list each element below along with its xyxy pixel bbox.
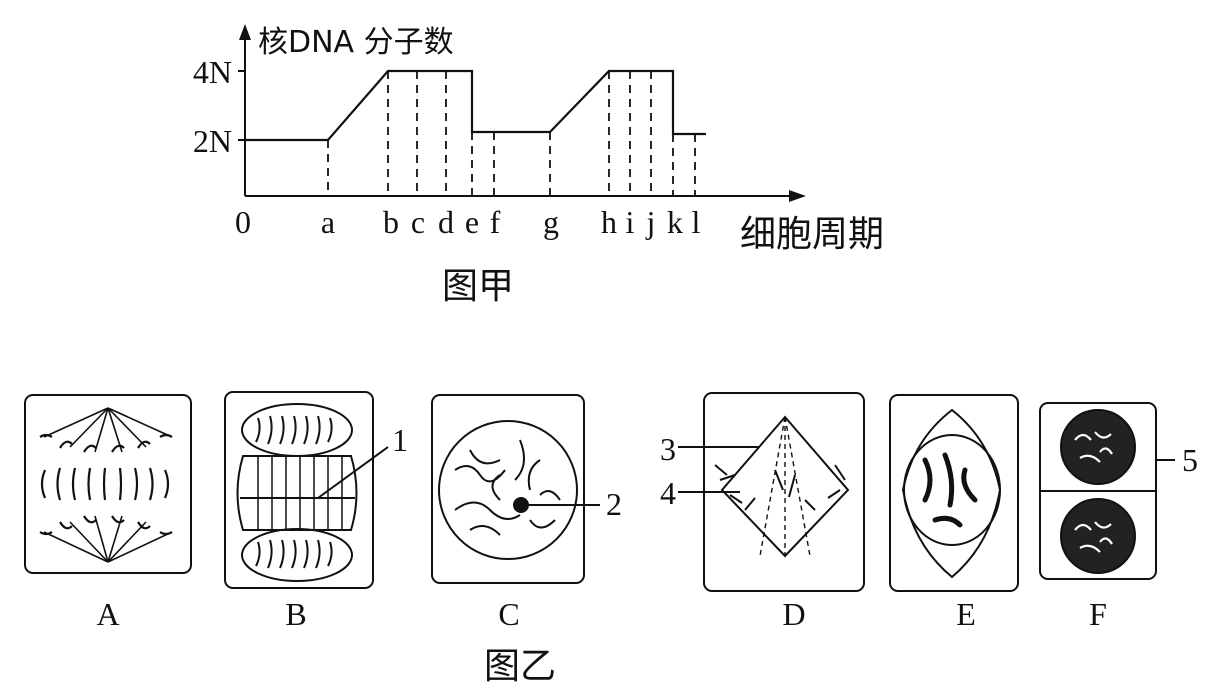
x-tick-l: l — [692, 204, 701, 240]
cell-label-c: C — [498, 596, 519, 632]
caption-jia: 图甲 — [442, 266, 514, 307]
x-tick-b: b — [383, 204, 399, 240]
x-tick-g: g — [543, 204, 559, 240]
pointer-label-2: 2 — [606, 486, 622, 522]
cell-f — [1039, 402, 1175, 580]
cell-d — [678, 392, 865, 592]
pointer-label-3: 3 — [660, 431, 676, 467]
cell-a — [24, 394, 192, 574]
cell-a-spindle — [43, 407, 173, 563]
x-tick-j: j — [646, 204, 656, 240]
x-tick-k: k — [667, 204, 683, 240]
pointer-label-4: 4 — [660, 475, 676, 511]
dashed-guides — [327, 71, 696, 196]
pointer-label-5: 5 — [1182, 442, 1198, 478]
cell-label-e: E — [956, 596, 976, 632]
caption-yi: 图乙 — [484, 646, 556, 687]
cell-b — [224, 391, 389, 589]
x-tick-f: f — [490, 204, 501, 240]
y-tick-label-2n: 2N — [193, 123, 232, 159]
cell-b-chromosomes — [255, 415, 333, 569]
x-tick-a: a — [321, 204, 335, 240]
cell-a-chromosomes — [39, 433, 173, 536]
cell-e — [889, 394, 1019, 592]
y-tick-label-4n: 4N — [193, 54, 232, 90]
x-tick-labels: a b c d e f g h i j k l — [321, 204, 701, 240]
cell-b-spindle — [257, 456, 343, 530]
cell-label-b: B — [285, 596, 306, 632]
cell-c — [431, 394, 600, 584]
cell-labels: A B C D E F — [96, 596, 1106, 632]
x-tick-e: e — [465, 204, 479, 240]
graph-jia — [238, 24, 806, 202]
y-axis-label: 核DNA 分子数 — [258, 25, 454, 60]
x-tick-d: d — [438, 204, 454, 240]
cell-d-spindle — [759, 416, 811, 557]
cell-d-chromosomes — [714, 464, 846, 511]
pointer-label-1: 1 — [392, 422, 408, 458]
x-axis-arrow — [789, 190, 806, 202]
pointer-labels: 1 2 3 4 5 — [392, 422, 1198, 522]
cell-label-a: A — [96, 596, 119, 632]
dna-curve — [245, 69, 706, 142]
y-axis-arrow — [239, 24, 251, 40]
cell-c-chromatin — [454, 439, 561, 536]
x-axis-label: 细胞周期 — [740, 214, 884, 255]
origin-label: 0 — [235, 204, 251, 240]
x-tick-h: h — [601, 204, 617, 240]
cell-f-chromatin — [1074, 431, 1113, 553]
x-tick-i: i — [626, 204, 635, 240]
cell-e-chromosomes — [922, 452, 978, 528]
pointer-1-line — [317, 446, 389, 499]
nucleolus — [513, 497, 529, 513]
x-tick-c: c — [411, 204, 425, 240]
cell-label-d: D — [782, 596, 805, 632]
cell-label-f: F — [1089, 596, 1107, 632]
